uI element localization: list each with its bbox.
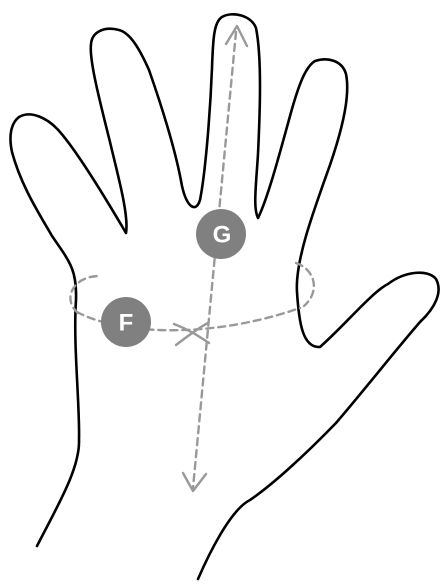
hand-outline-icon [10,14,438,579]
marker-f: F [101,297,151,347]
marker-f-label: F [119,310,134,337]
length-measurement-line [193,32,236,488]
marker-g: G [196,209,246,259]
marker-g-label: G [213,222,232,249]
cross-mark-icon [174,323,209,345]
